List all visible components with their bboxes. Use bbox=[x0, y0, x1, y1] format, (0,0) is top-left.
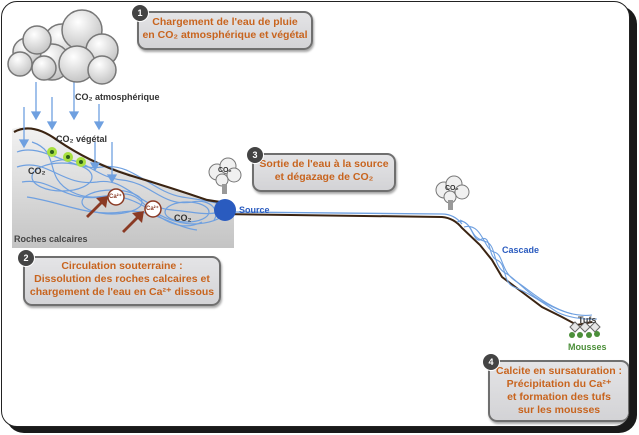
callout-4-line-4: sur les mousses bbox=[517, 404, 601, 416]
step-number-3: 3 bbox=[246, 146, 264, 164]
label-ca-ion-1: Ca²⁺ bbox=[109, 194, 122, 200]
dissolution-arrows bbox=[86, 196, 144, 233]
label-cascade: Cascade bbox=[502, 245, 540, 255]
label-co2-cloud-cascade: CO₂ bbox=[445, 185, 459, 192]
rain-arrows bbox=[18, 82, 118, 184]
co2-cloud-cascade bbox=[435, 175, 470, 204]
label-co2-atmospheric: CO₂ atmosphérique bbox=[75, 92, 160, 102]
ca-ion-markers bbox=[107, 188, 162, 218]
callout-1-line-1: Chargement de l'eau de pluie bbox=[152, 16, 298, 28]
callout-3-line-2: et dégazage de CO₂ bbox=[274, 171, 374, 183]
degassing-arrow-cascade bbox=[448, 200, 453, 210]
step-number-2: 2 bbox=[17, 249, 35, 267]
step-number-1: 1 bbox=[131, 4, 149, 22]
mosses bbox=[569, 331, 600, 338]
rain-cloud bbox=[7, 9, 119, 85]
callout-3: 3 Sortie de l'eau à la source et dégazag… bbox=[246, 146, 396, 192]
callout-4: 4 Calcite en sursaturation : Précipitati… bbox=[482, 353, 629, 422]
tufs bbox=[569, 321, 601, 333]
cascade-water bbox=[456, 219, 598, 320]
label-co2-underground-right: CO₂ bbox=[174, 213, 192, 223]
label-co2-vegetal: CO₂ végétal bbox=[56, 134, 108, 144]
label-co2-underground-left: CO₂ bbox=[28, 166, 46, 176]
callout-2: 2 Circulation souterraine : Dissolution … bbox=[17, 249, 221, 306]
callout-3-line-1: Sortie de l'eau à la source bbox=[259, 158, 389, 170]
callout-1-line-2: en CO₂ atmosphérique et végétal bbox=[142, 29, 308, 41]
callout-1: 1 Chargement de l'eau de pluie en CO₂ at… bbox=[131, 4, 313, 50]
callout-4-line-3: et formation des tufs bbox=[507, 391, 611, 403]
callout-2-line-2: Dissolution des roches calcaires et bbox=[34, 273, 210, 285]
label-tufs: Tufs bbox=[578, 315, 597, 325]
diagram-canvas bbox=[7, 9, 601, 338]
label-rocks: Roches calcaires bbox=[14, 234, 88, 244]
ground-line-plateau bbox=[219, 213, 593, 327]
co2-cloud-source bbox=[208, 157, 242, 187]
step-number-4: 4 bbox=[482, 353, 500, 371]
label-ca-ion-2: Ca²⁺ bbox=[146, 206, 159, 212]
callout-2-line-3: chargement de l'eau en Ca²⁺ dissous bbox=[29, 286, 215, 298]
ground-line-hill bbox=[13, 127, 221, 204]
label-co2-cloud-source: CO₂ bbox=[218, 167, 232, 174]
river-line bbox=[233, 211, 463, 225]
source-dot bbox=[214, 199, 236, 221]
diagram-frame: CO₂ atmosphérique CO₂ végétal CO₂ CO₂ CO… bbox=[1, 1, 630, 427]
label-mousses: Mousses bbox=[568, 342, 607, 352]
callout-4-line-2: Précipitation du Ca²⁺ bbox=[506, 378, 612, 390]
callout-2-line-1: Circulation souterraine : bbox=[61, 260, 183, 272]
degassing-arrow-source bbox=[222, 184, 227, 194]
callout-4-line-1: Calcite en sursaturation : bbox=[495, 365, 623, 377]
plants bbox=[47, 147, 86, 167]
label-source: Source bbox=[239, 205, 270, 215]
